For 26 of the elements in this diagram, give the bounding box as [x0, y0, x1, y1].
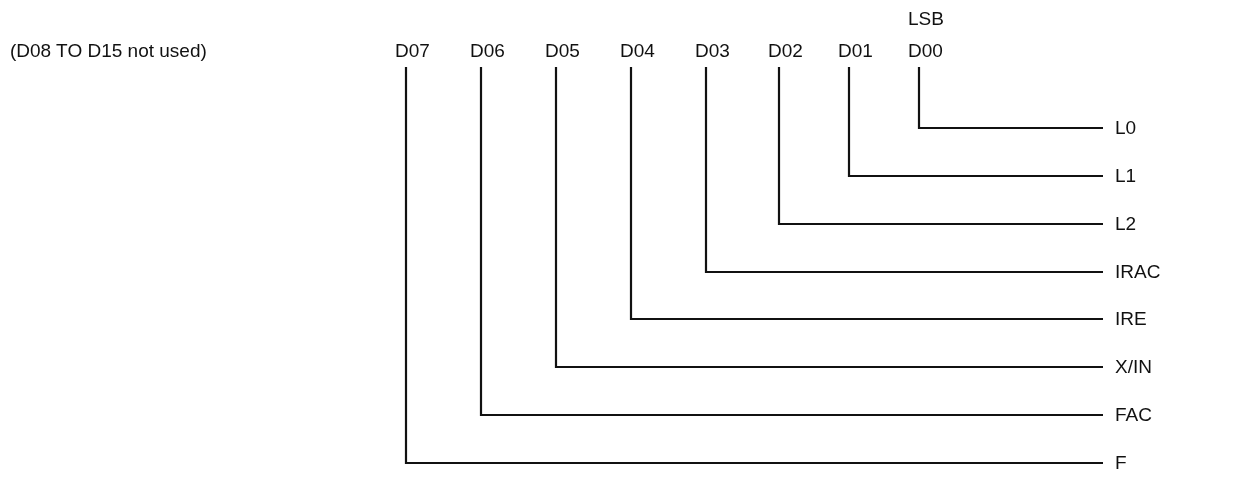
bit-label: D00	[908, 40, 943, 62]
connector-line	[479, 67, 1103, 417]
connector-line	[404, 67, 1103, 465]
bit-label: D06	[470, 40, 505, 62]
connector-line	[554, 67, 1103, 369]
field-name: F	[1115, 452, 1127, 474]
bit-label: D01	[838, 40, 873, 62]
bit-label: D02	[768, 40, 803, 62]
bit-label: D07	[395, 40, 430, 62]
field-name: IRE	[1115, 308, 1147, 330]
connector-line	[917, 67, 1103, 130]
field-name: L0	[1115, 117, 1137, 139]
field-name: FAC	[1115, 404, 1152, 426]
connector-line	[847, 67, 1103, 178]
bit-note: LSB	[908, 8, 944, 30]
field-name: X/IN	[1115, 356, 1152, 378]
note-text: (D08 TO D15 not used)	[10, 40, 207, 62]
field-name: L1	[1115, 165, 1137, 187]
bit-label: D04	[620, 40, 655, 62]
bit-label: D05	[545, 40, 580, 62]
field-name: IRAC	[1115, 261, 1161, 283]
connector-line	[629, 67, 1103, 321]
bit-label: D03	[695, 40, 730, 62]
connector-line	[704, 67, 1103, 274]
field-name: L2	[1115, 213, 1137, 235]
connector-line	[777, 67, 1103, 226]
